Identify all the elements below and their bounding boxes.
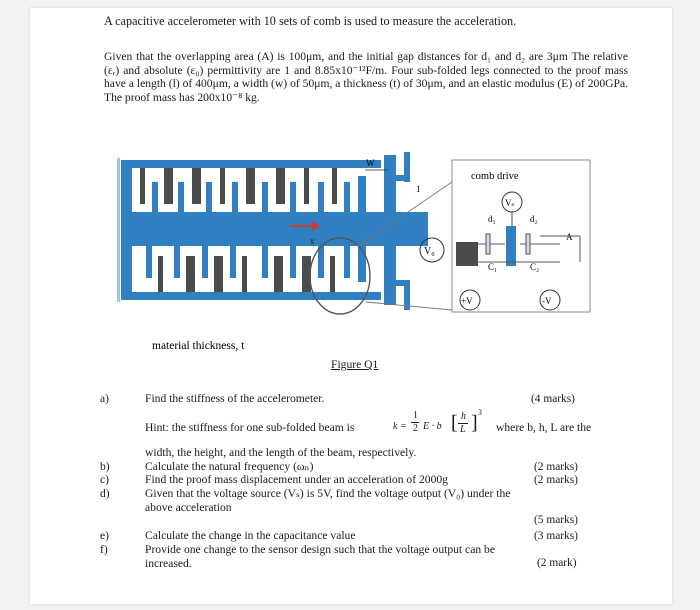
question-sheet (30, 8, 672, 604)
label-l: 1 (416, 184, 421, 194)
problem-title: A capacitive accelerometer with 10 sets … (104, 14, 517, 28)
q-d-marks: (5 marks) (534, 514, 578, 526)
comb-drive-box (451, 159, 591, 313)
label-vs: Vₛ (505, 198, 515, 208)
q-f-label: f) (100, 543, 108, 556)
label-comb-drive: comb drive (471, 171, 519, 182)
given-paragraph: Given that the overlapping area (A) is 1… (104, 50, 628, 104)
inset-plates (470, 212, 581, 266)
q-hint-text: Hint: the stiffness for one sub-folded b… (145, 421, 355, 434)
q-a-label: a) (100, 392, 110, 405)
q-a-marks: (4 marks) (531, 393, 575, 405)
label-material-thickness: material thickness, t (152, 340, 245, 352)
spring-leg-top (358, 176, 366, 212)
top-mass-fingers (152, 182, 350, 212)
formula-half-den: 2 (413, 423, 418, 434)
label-minus-v: -V (542, 296, 552, 306)
formula-k: k = (393, 421, 407, 432)
bottom-comb-rail (121, 292, 381, 300)
q-c-marks: (2 marks) (534, 474, 578, 486)
q-c-text: Find the proof mass displacement under a… (145, 473, 448, 486)
q-a-text: Find the stiffness of the accelerometer. (145, 392, 325, 405)
top-comb-rail (121, 160, 381, 168)
q-d-text: Given that the voltage source (Vₛ) is 5V… (145, 487, 511, 500)
label-a: A (566, 232, 573, 242)
formula-half-num: 1 (413, 410, 418, 421)
formula-h: h (461, 411, 466, 422)
q-e-marks: (3 marks) (534, 530, 578, 542)
q-d-label: d) (100, 487, 110, 500)
label-d1: d₁ (488, 214, 496, 224)
plus-v-circle (459, 289, 481, 311)
spring-leg-bottom (358, 246, 366, 282)
q-c-label: c) (100, 473, 110, 486)
q-b-marks: (2 marks) (534, 461, 578, 473)
label-x: x (310, 236, 315, 246)
q-f-marks: (2 mark) (537, 557, 577, 569)
bottom-fixed-fingers (158, 256, 335, 292)
label-d2: d₂ (530, 214, 538, 224)
q-e-label: e) (100, 529, 110, 542)
label-c2: C₂ (530, 262, 539, 272)
minus-v-circle (539, 289, 561, 311)
top-fixed-fingers (140, 168, 337, 204)
q-d-text-cont: above acceleration (145, 501, 232, 514)
label-plus-v: +V (461, 296, 473, 306)
vo-circle (419, 237, 445, 263)
label-vo: V₀ (424, 246, 435, 257)
q-hint-cont: width, the height, and the length of the… (145, 446, 417, 459)
q-f-text: Provide one change to the sensor design … (145, 543, 495, 556)
q-e-text: Calculate the change in the capacitance … (145, 529, 356, 542)
figure-caption: Figure Q1 (331, 358, 379, 371)
magnifier-circle (309, 237, 371, 315)
proof-mass (132, 212, 428, 246)
label-w: W (366, 158, 375, 168)
formula-l: L (460, 424, 466, 435)
label-c1: C₁ (488, 262, 497, 272)
formula-eb: E · b (423, 421, 442, 432)
q-f-text-cont: increased. (145, 557, 192, 570)
bottom-mass-fingers (146, 246, 350, 278)
formula-cube: 3 (478, 408, 482, 417)
q-hint-tail: where b, h, L are the (496, 421, 592, 434)
left-anchor (121, 160, 132, 300)
q-b-text: Calculate the natural frequency (ωₙ) (145, 460, 314, 473)
q-b-label: b) (100, 460, 110, 473)
right-anchor (384, 155, 396, 305)
